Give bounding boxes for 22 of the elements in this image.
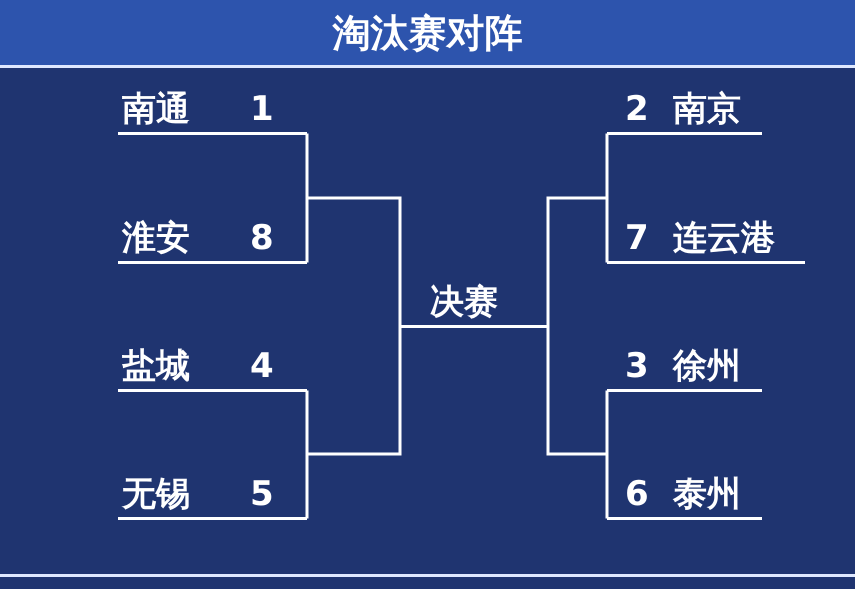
title: 淘汰赛对阵: [332, 14, 522, 52]
bracket-line: [546, 196, 608, 326]
seed-number: 6: [625, 477, 649, 511]
team-name: 连云港: [673, 221, 775, 255]
team-name: 淮安: [122, 221, 190, 255]
team-name: 徐州: [673, 349, 741, 383]
bracket-line: [546, 326, 608, 518]
seed-number: 8: [250, 221, 274, 255]
team-name: 南京: [673, 92, 741, 126]
seed-number: 5: [250, 477, 274, 511]
final-label: 决赛: [430, 285, 498, 319]
seed-number: 7: [625, 221, 649, 255]
seed-number: 2: [625, 92, 649, 126]
seed-number: 3: [625, 349, 649, 383]
team-name: 无锡: [122, 477, 190, 511]
seed-number: 1: [250, 92, 274, 126]
team-name: 泰州: [673, 477, 741, 511]
team-name: 盐城: [122, 349, 190, 383]
team-name: 南通: [122, 92, 190, 126]
bracket-line: [306, 196, 402, 326]
seed-number: 4: [250, 349, 274, 383]
bracket-line: [306, 326, 402, 518]
